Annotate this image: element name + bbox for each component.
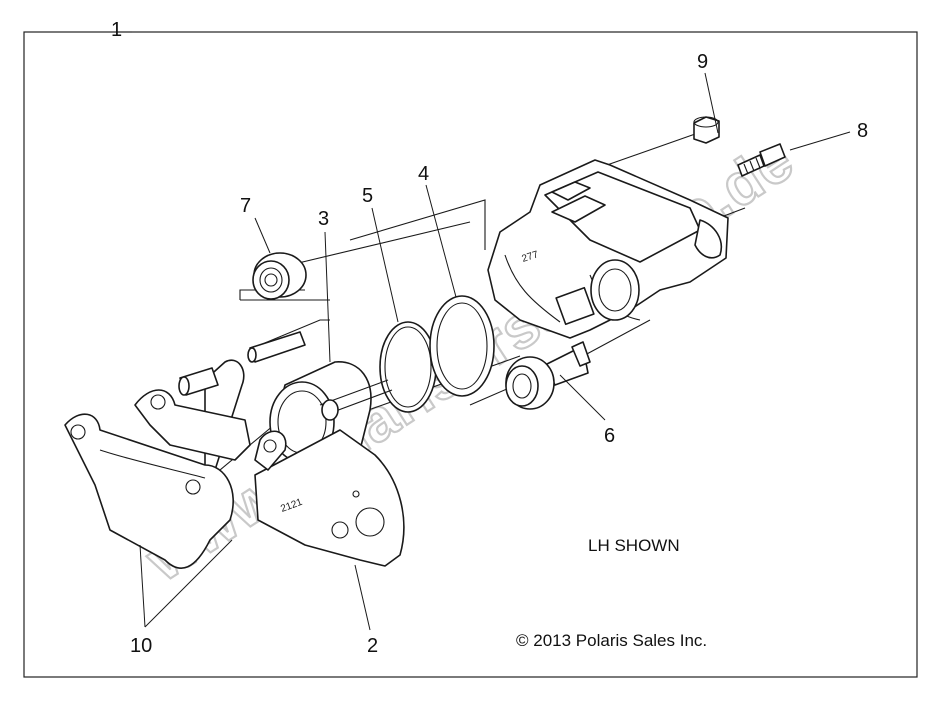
callout-3: 3	[318, 208, 329, 230]
callout-9: 9	[697, 51, 708, 73]
bleeder-screw	[737, 143, 786, 177]
caliper-bracket: 2121	[178, 331, 405, 567]
callouts: 1 2 3 4 5 6 7 8 9 10	[111, 19, 868, 657]
callout-5: 5	[362, 185, 373, 207]
view-note: LH SHOWN	[588, 536, 680, 555]
bleeder-cap	[693, 116, 720, 144]
diagram-frame	[23, 31, 918, 678]
callout-1: 1	[111, 19, 122, 41]
callout-4: 4	[418, 163, 429, 185]
callout-6: 6	[604, 425, 615, 447]
piston-seal	[379, 321, 437, 413]
callout-8: 8	[857, 120, 868, 142]
callout-10: 10	[130, 635, 152, 657]
dust-seal	[429, 295, 495, 397]
caliper-body: 277	[487, 159, 729, 339]
callout-2: 2	[367, 635, 378, 657]
brake-pads	[64, 389, 287, 569]
copyright-note: © 2013 Polaris Sales Inc.	[516, 631, 707, 650]
callout-7: 7	[240, 195, 251, 217]
callout-leaders	[117, 31, 851, 631]
pin-boot-and-slide-pin	[505, 341, 591, 410]
pin-boot-top	[252, 252, 307, 300]
caliper-stamp: 277	[521, 249, 541, 265]
